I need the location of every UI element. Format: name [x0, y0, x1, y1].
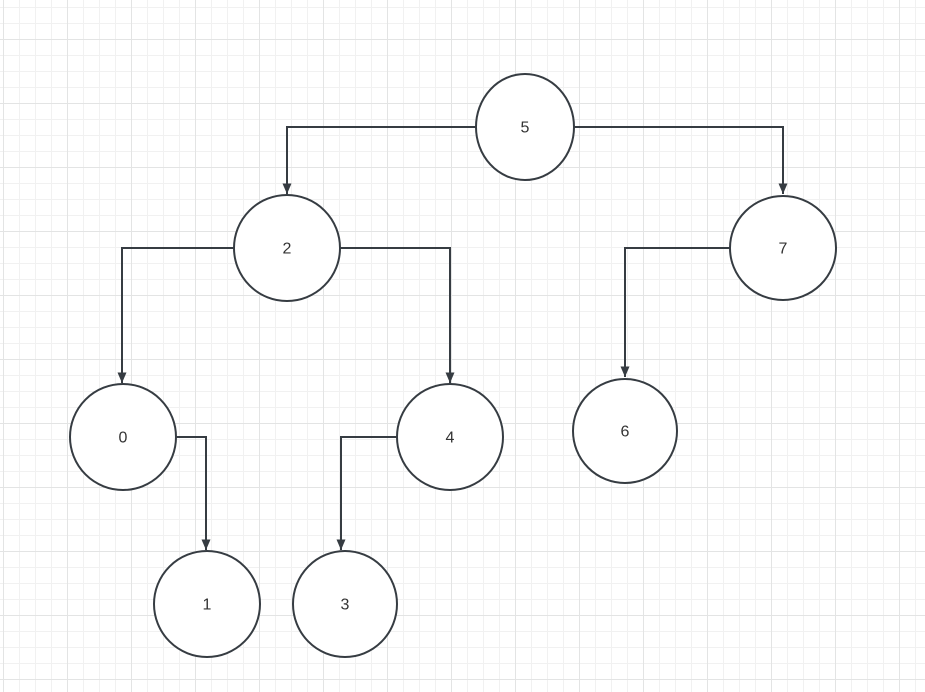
tree-node-1[interactable]: 1 [153, 550, 261, 658]
node-0-label: 0 [119, 430, 128, 447]
edge-5-2[interactable] [282, 126, 476, 194]
tree-node-0[interactable]: 0 [69, 383, 177, 491]
edge-7-6[interactable] [620, 247, 730, 377]
edge-4-3[interactable] [336, 436, 397, 550]
tree-node-4[interactable]: 4 [396, 383, 504, 491]
nodes-group: 5 2 7 0 4 6 1 [69, 73, 837, 658]
node-5-label: 5 [521, 120, 530, 137]
tree-node-5[interactable]: 5 [475, 73, 575, 181]
tree-node-6[interactable]: 6 [572, 378, 678, 484]
node-7-label: 7 [779, 241, 788, 258]
tree-node-7[interactable]: 7 [729, 195, 837, 301]
edge-2-4[interactable] [340, 247, 455, 383]
tree-node-2[interactable]: 2 [233, 194, 341, 302]
edge-5-7[interactable] [574, 126, 788, 194]
tree-node-3[interactable]: 3 [292, 550, 398, 658]
node-3-label: 3 [341, 597, 350, 614]
edge-0-1[interactable] [176, 436, 211, 550]
node-1-label: 1 [203, 597, 212, 614]
node-4-label: 4 [446, 430, 455, 447]
node-6-label: 6 [621, 424, 630, 441]
node-2-label: 2 [283, 241, 292, 258]
edge-2-0[interactable] [117, 247, 234, 383]
edges-group [117, 126, 788, 550]
